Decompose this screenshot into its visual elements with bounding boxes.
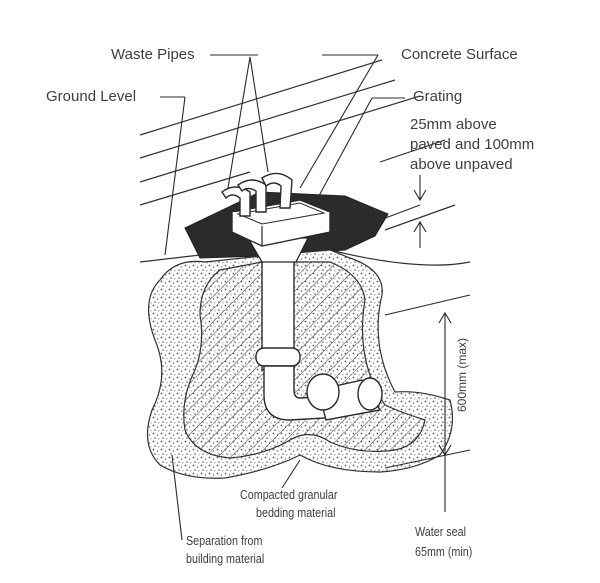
label-separation-line1: Separation from — [186, 534, 263, 548]
label-compacted-line1: Compacted granular — [240, 488, 338, 502]
label-ground-level: Ground Level — [46, 88, 137, 105]
label-compacted-line2: bedding material — [256, 506, 336, 520]
hatched-surround — [183, 261, 426, 459]
label-waste-pipes: Waste Pipes — [111, 46, 195, 63]
waste-pipes-drawing — [221, 172, 293, 217]
label-separation-line2: building material — [186, 552, 265, 566]
label-grating: Grating — [413, 88, 463, 105]
label-concrete-surface: Concrete Surface — [401, 46, 518, 63]
leader-lines — [160, 54, 405, 541]
label-height-line2: paved and 100mm — [410, 136, 535, 153]
outlet-socket — [306, 373, 340, 411]
label-water-seal-line2: 65mm (min) — [415, 545, 473, 559]
label-depth: 600mm (max) — [455, 337, 469, 412]
dimension-lines — [379, 139, 471, 512]
label-height-line3: above unpaved — [410, 156, 513, 173]
pipe-coupling — [255, 347, 301, 367]
ground-lines — [139, 59, 471, 266]
label-height-line1: 25mm above — [410, 116, 497, 133]
label-water-seal-line1: Water seal — [415, 525, 466, 539]
